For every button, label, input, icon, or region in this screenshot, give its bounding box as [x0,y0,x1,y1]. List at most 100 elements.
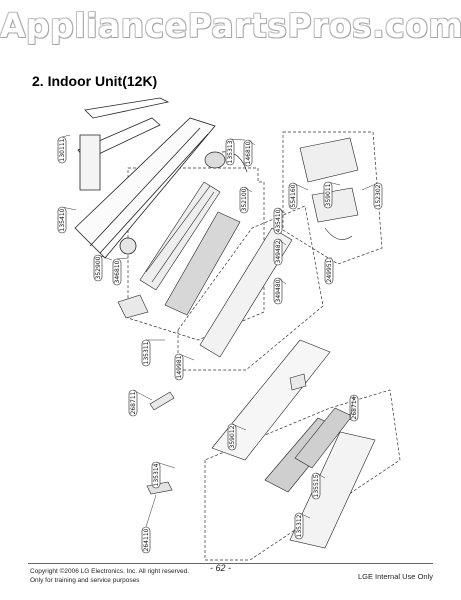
front-frame-part [146,339,376,549]
motor-wire [221,151,248,173]
part-number-label: 135515 [313,474,320,497]
leader-line [97,254,113,261]
group-outline-evaporator [177,205,324,371]
copyright-text: Copyright ©2006 LG Electronics. Inc. All… [30,568,190,575]
group-outline-front-panel [204,389,401,561]
installation-plate [84,97,170,119]
part-number-label: 349480 [275,279,282,302]
front-grille [289,431,376,549]
part-number-label: 349482 [275,240,282,263]
callout-264110: 264110 [141,526,151,554]
callout-146810: 146810 [243,139,253,167]
part-number-label: 352100 [241,188,248,211]
callout-135314: 135314 [151,461,161,489]
sensor-wire [324,227,353,240]
fan-blade-line-2 [151,191,215,283]
mounting-bracket [79,134,101,191]
leader-line [132,389,153,401]
callout-268711: 268711 [128,389,138,417]
evaporator-part [164,211,293,358]
part-number-label: 152302 [375,184,382,207]
callout-554160: 554160 [288,182,298,210]
part-number-label: 264110 [143,528,150,551]
leader-line [298,512,311,519]
callout-352900: 352900 [93,254,103,282]
fan-blade-line [145,185,211,273]
footer-left: Copyright ©2006 LG Electronics. Inc. All… [30,567,189,585]
leader-line [61,134,71,138]
leader-line [327,181,341,186]
vane-part [149,391,175,411]
front-frame [211,339,331,461]
pcb-assembly [299,137,359,183]
callout-135515: 135515 [311,472,321,500]
leader-line [361,182,379,191]
group-outlines [127,131,401,561]
chassis-part [74,97,216,259]
leader-line [277,277,287,285]
leader-line [155,461,176,469]
callout-349480: 349480 [273,277,283,305]
leader-line [231,423,247,431]
chassis-line [89,127,201,247]
callout-152302: 152302 [373,182,383,210]
group-outline-control-box [282,131,383,265]
watermark: AppliancePartsPros.com [0,6,461,45]
internal-use-text: LGE Internal Use Only [357,572,433,581]
callout-346810: 346810 [112,258,122,286]
callout-135313: 135313 [225,138,235,166]
part-labels: 130111 135410 352900 346810 135311 268711 1353… [57,134,383,554]
callout-149981: 149981 [174,353,184,381]
part-number-label: 135311 [143,341,150,364]
part-number-label: 554160 [290,184,297,207]
part-number-label: 249951 [326,259,333,282]
part-number-label: 130111 [59,138,66,161]
leader-line [292,182,309,191]
evaporator-coil [164,211,241,316]
fan-motor [204,151,226,169]
leader-line [243,186,253,193]
leader-line [277,238,287,246]
leader-line [178,353,195,361]
callout-130111: 130111 [57,136,67,164]
section-title: 2. Indoor Unit(12K) [32,73,158,89]
leader-line [229,138,246,141]
part-number-label: 352900 [95,256,102,279]
callout-249951: 249951 [324,257,334,285]
part-number-label: 268711 [130,391,137,414]
leader-line [315,472,326,479]
callout-359011: 359011 [323,181,333,209]
part-number-label: 135313 [227,140,234,163]
usage-text: Only for training and service purposes [30,577,140,584]
part-number-label: 268714 [351,396,358,419]
part-number-label: 435410 [275,209,282,232]
control-box-part [299,137,359,240]
motor-part [204,151,248,173]
small-parts [117,294,307,411]
chassis-body [74,117,216,259]
callout-135312: 135312 [294,512,304,540]
part-number-label: 359012 [229,425,236,448]
leader-line [145,494,157,528]
cross-flow-fan-part [139,181,221,291]
leader-line [116,257,129,260]
part-number-label: 135410 [59,208,66,231]
callout-135311: 135311 [141,339,151,367]
leader-line [247,139,256,146]
part-number-label: 135312 [296,514,303,537]
chassis-line-2 [99,133,209,254]
callout-268714: 268714 [349,394,359,422]
leader-line [277,207,287,215]
louver-motor [117,294,149,319]
callout-135410: 135410 [57,206,67,234]
callout-352100: 352100 [239,186,249,214]
callout-349482: 349482 [273,238,283,266]
chassis-screw [119,237,137,255]
part-number-label: 359011 [325,183,332,206]
leader-line [349,394,355,421]
callout-435410: 435410 [273,207,283,235]
drain-pan [199,227,293,358]
cross-flow-fan [139,181,221,291]
leader-line [61,206,77,211]
